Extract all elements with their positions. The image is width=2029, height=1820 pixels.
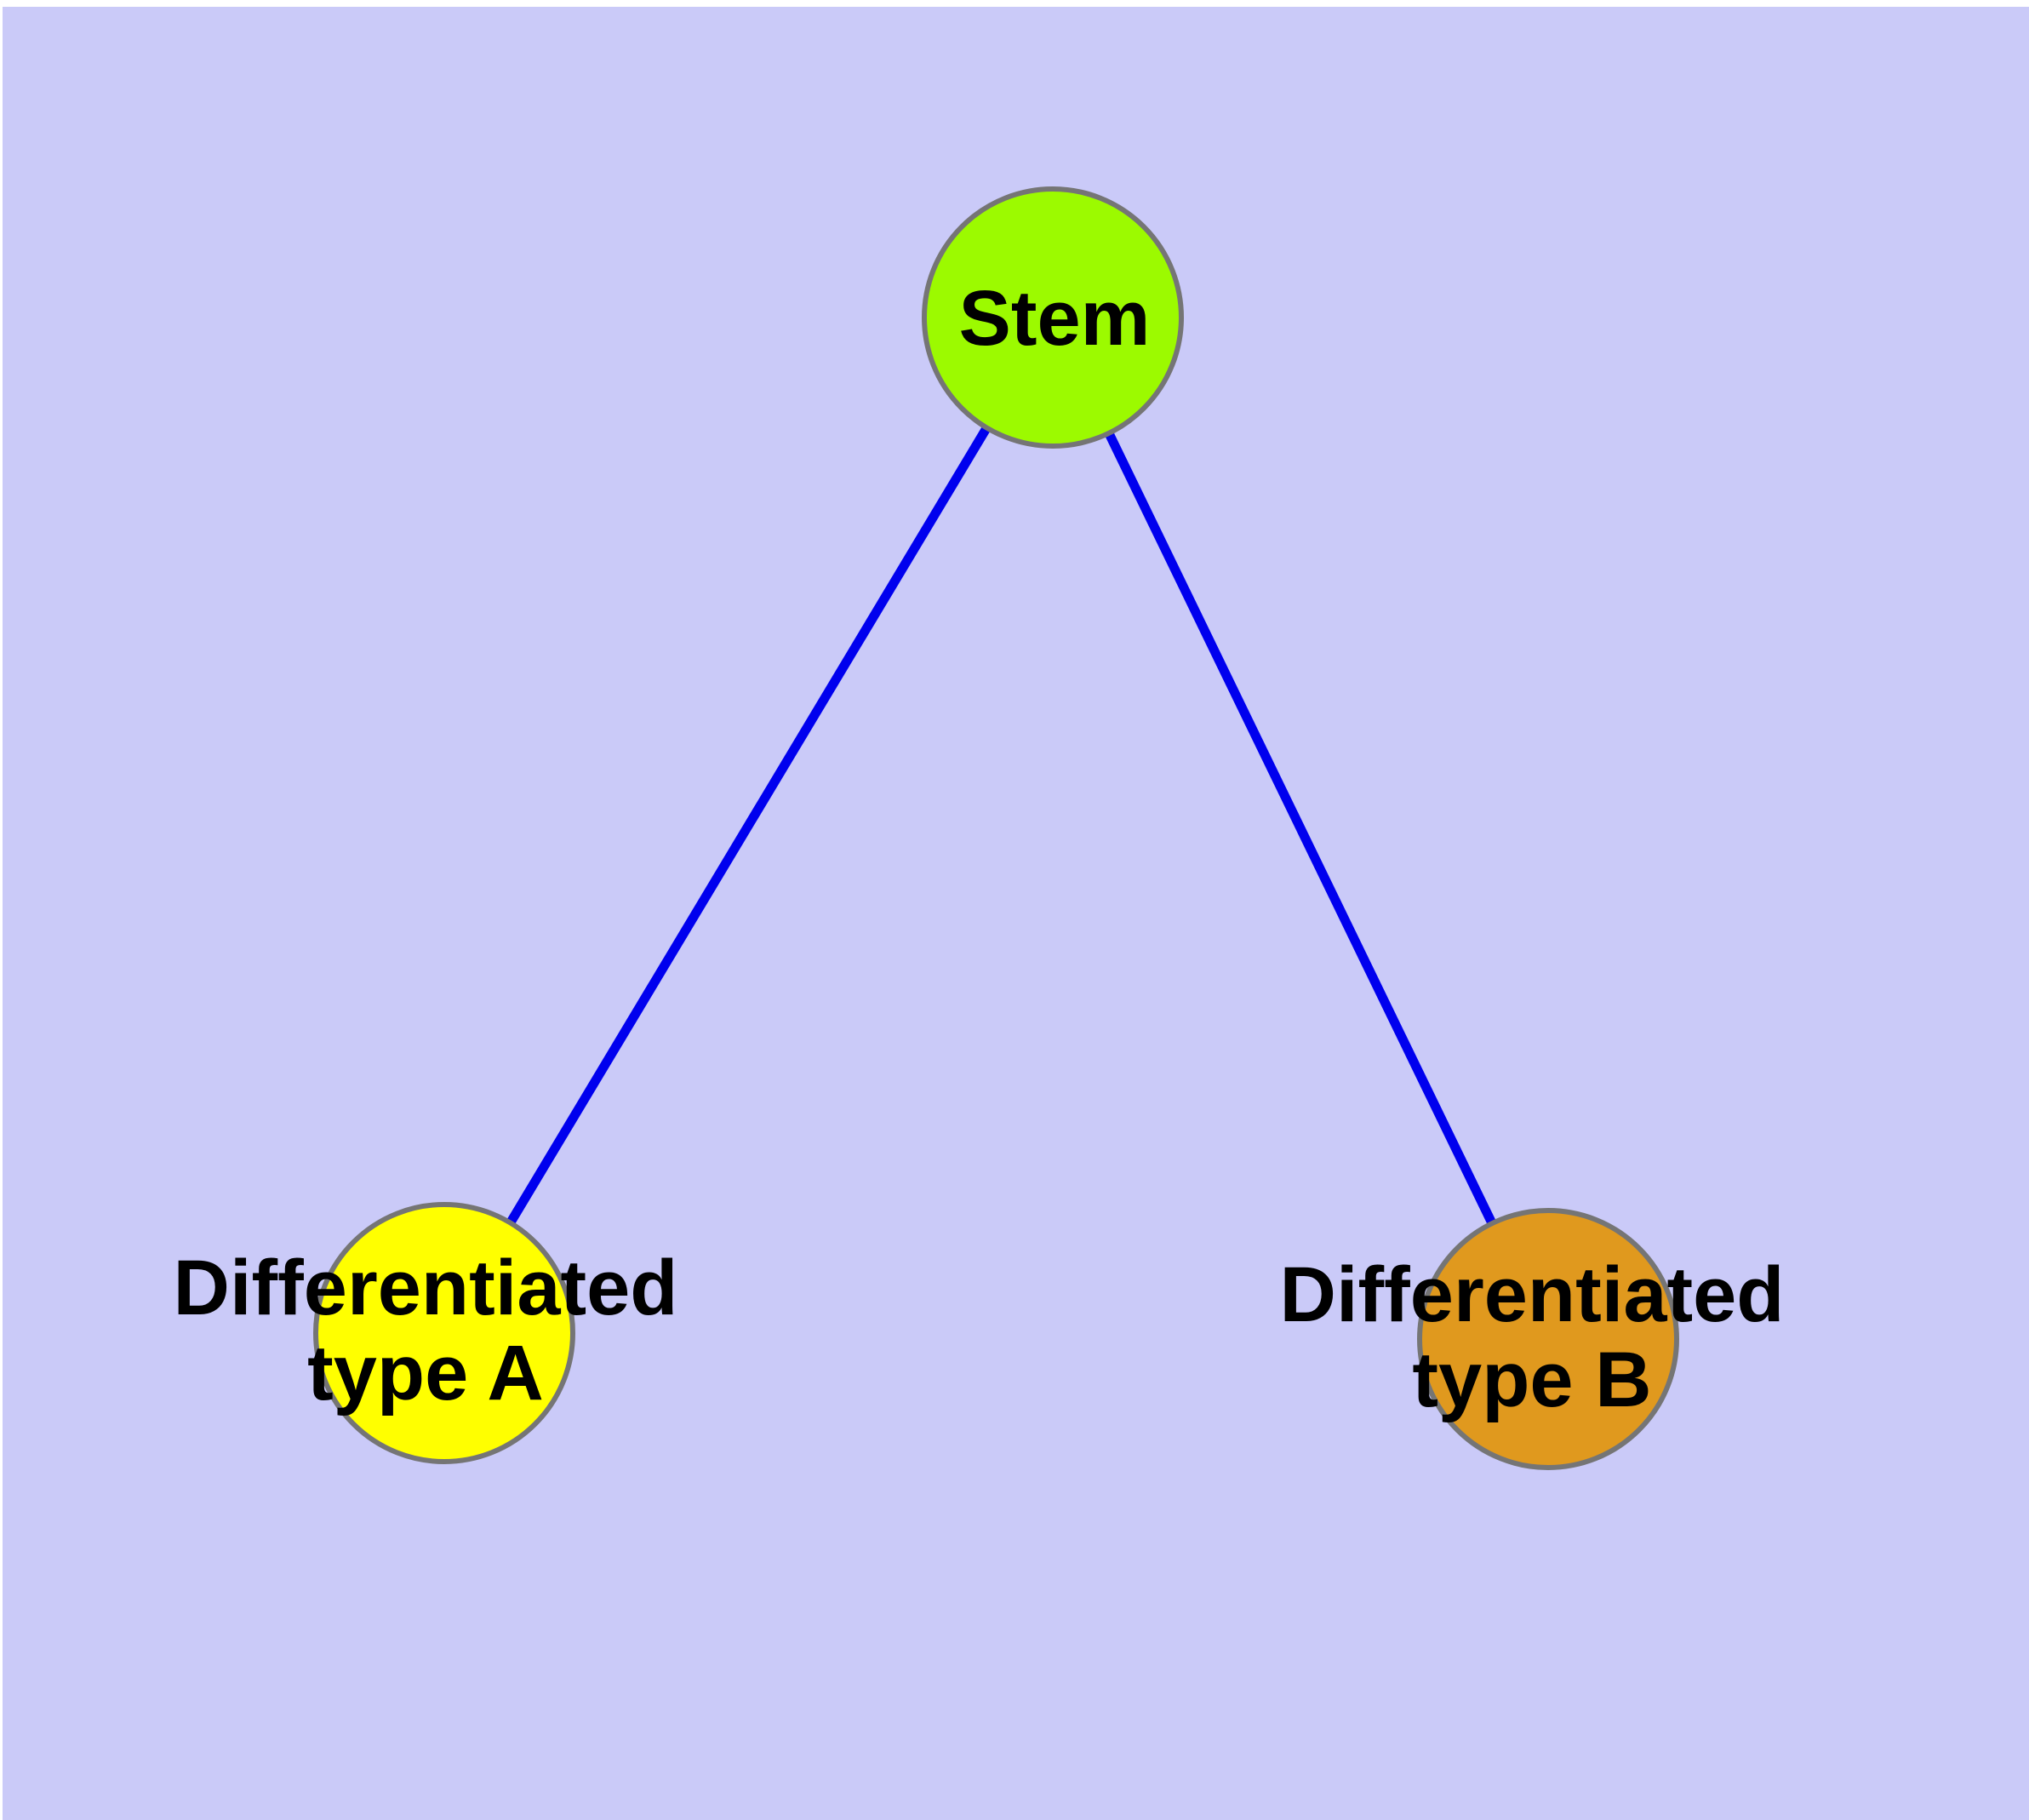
node-stem-circle [922,186,1184,449]
edge-stem-to-type-a-line [440,315,1057,1336]
node-differentiated-type-a-circle [313,1202,575,1464]
node-differentiated-type-b-circle [1417,1208,1679,1470]
edge-stem-to-type-b-line [1049,315,1552,1342]
